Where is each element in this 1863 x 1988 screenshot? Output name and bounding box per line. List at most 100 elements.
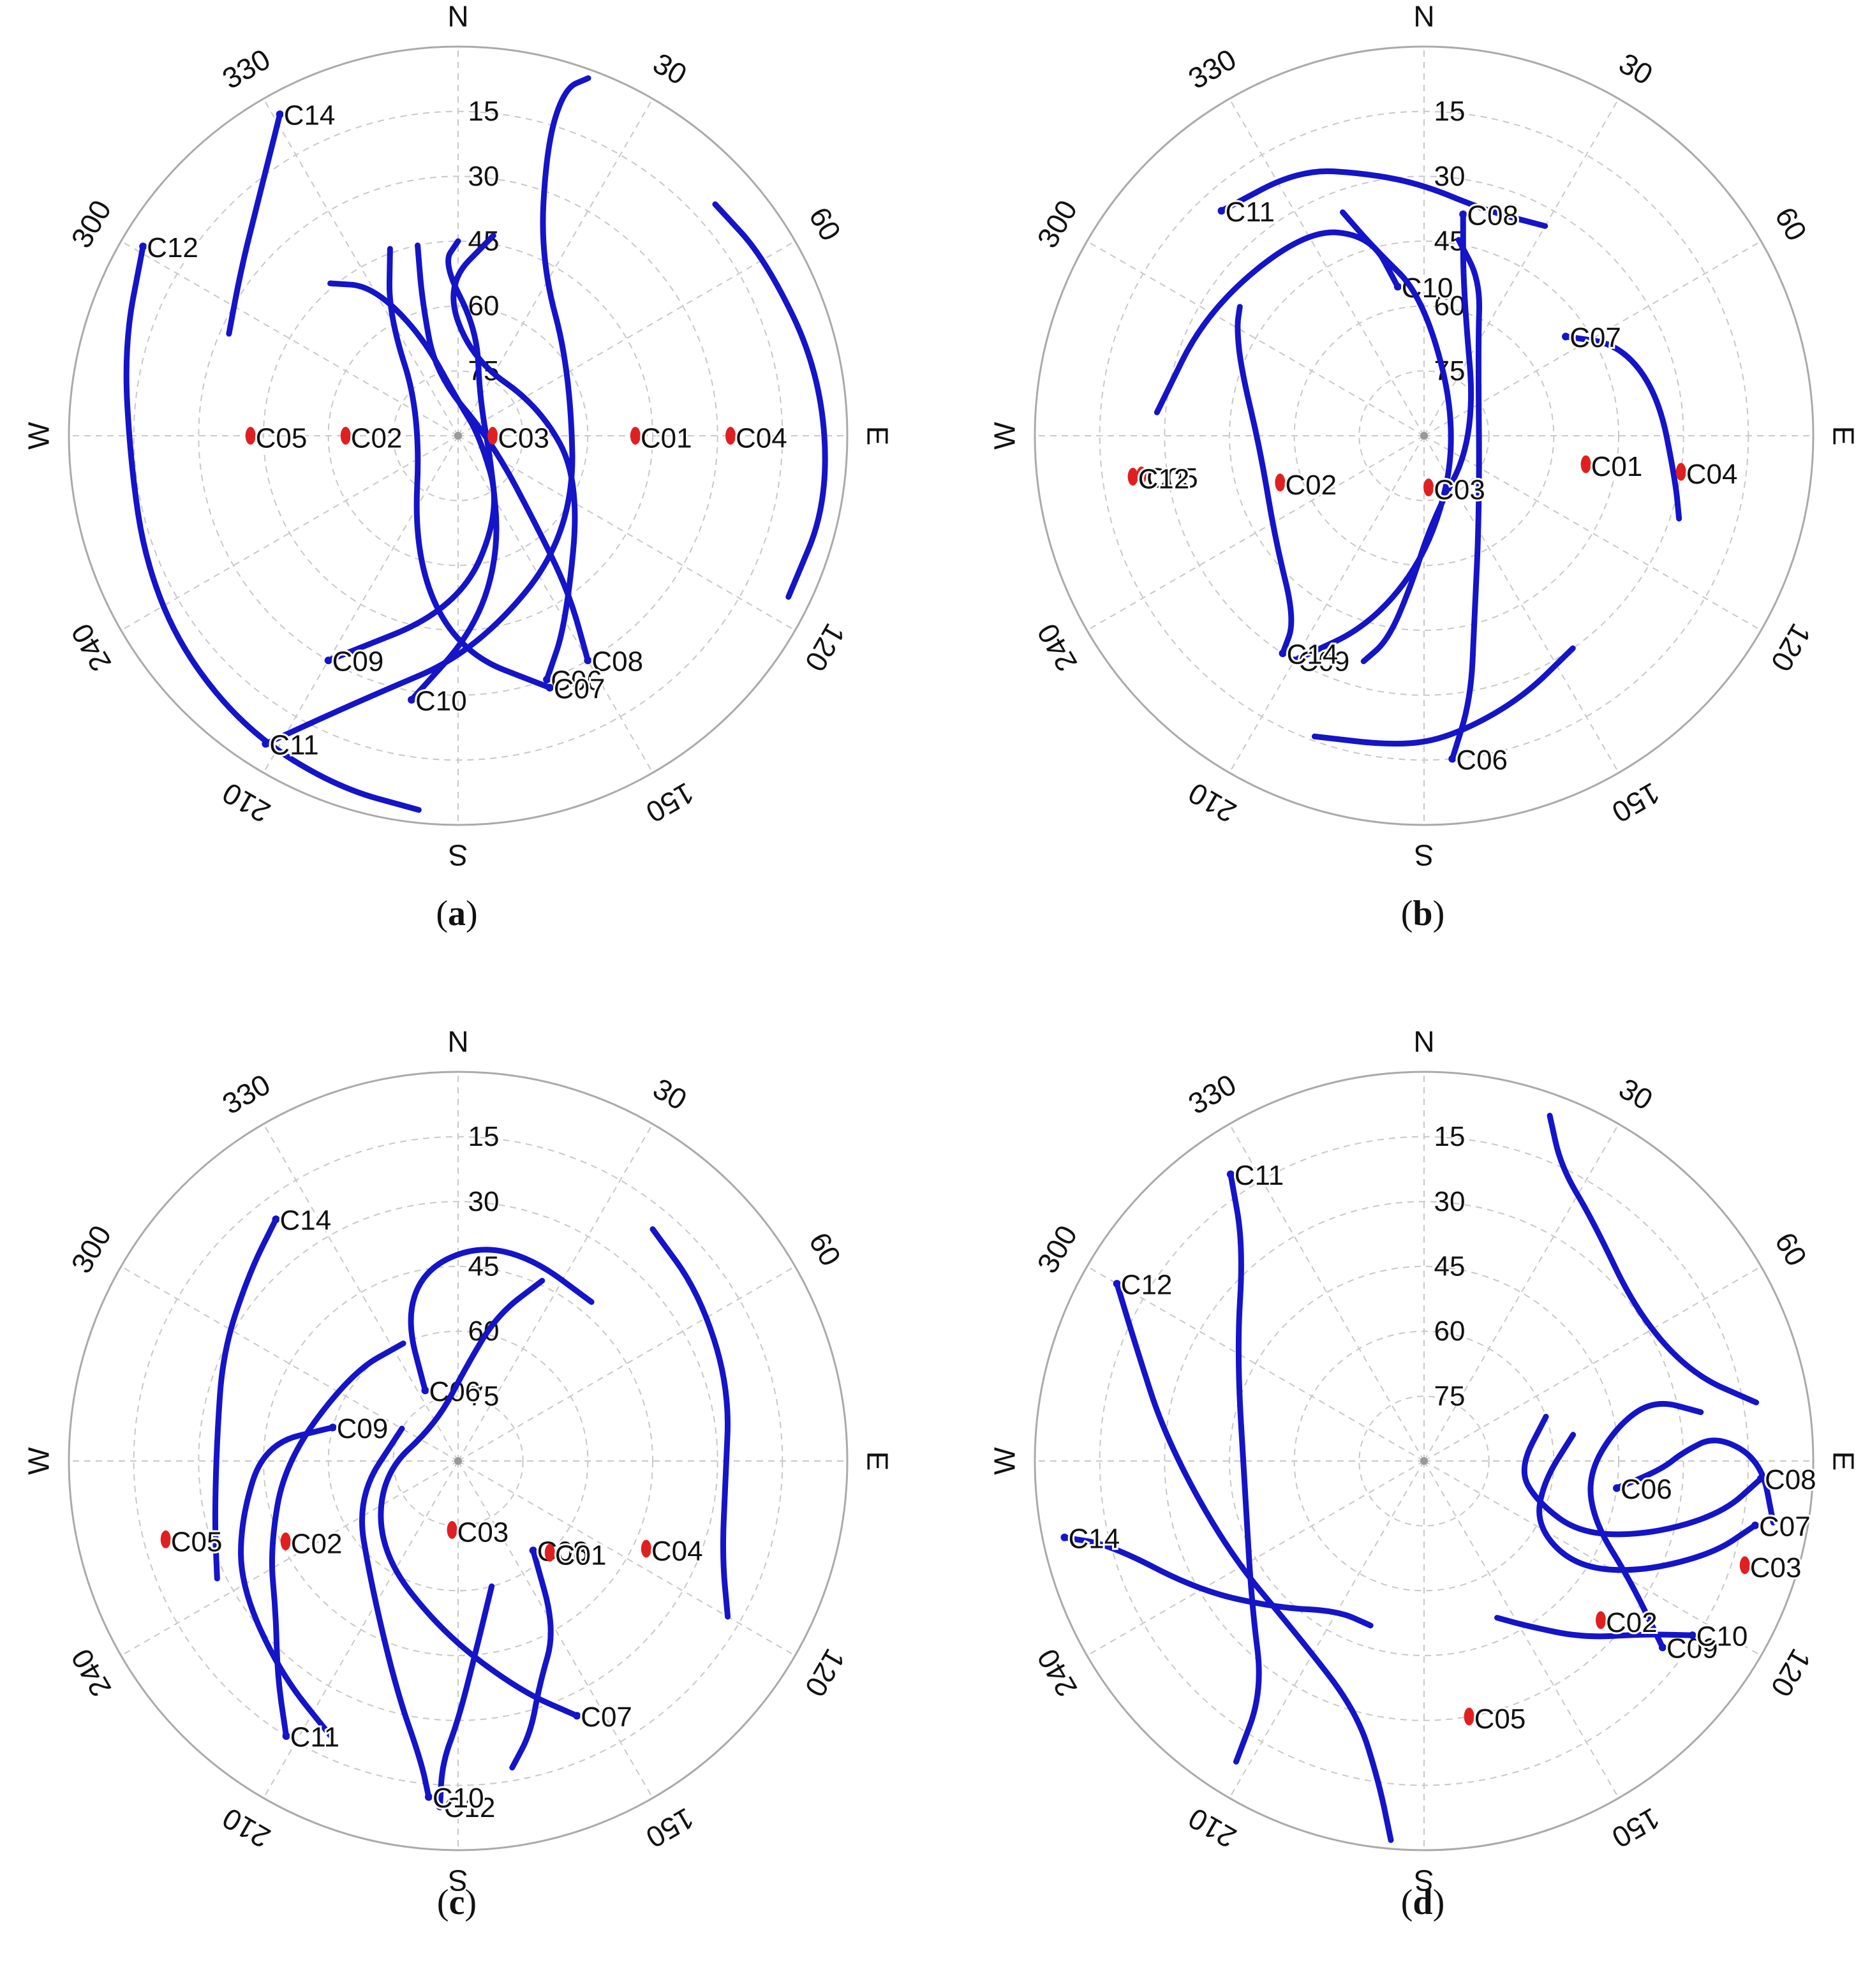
satellite-track [408, 1247, 595, 1393]
elevation-circle [1164, 1201, 1684, 1721]
azimuth-tick-label: 330 [217, 1067, 276, 1120]
satellite-track [269, 1340, 406, 1739]
azimuth-tick-label: 150 [1607, 776, 1665, 829]
satellite-track [386, 246, 553, 691]
satellite-label: C03 [498, 423, 549, 454]
track-start-point [424, 1793, 433, 1801]
track-start-point [408, 695, 416, 704]
satellite-track [1547, 1113, 1760, 1406]
satellite-track [325, 280, 497, 664]
satellite-track [1291, 209, 1454, 664]
azimuth-tick-label: 210 [217, 776, 276, 829]
satellite-label: C11 [290, 1722, 339, 1753]
satellite-label: C11 [1226, 197, 1275, 228]
satellite-label: C12 [1121, 1270, 1173, 1301]
azimuth-line [263, 98, 459, 436]
elevation-circle [1229, 241, 1619, 631]
satellite-label: C02 [351, 423, 403, 454]
satellite-track [712, 201, 828, 600]
geo-satellite-point [1464, 1707, 1474, 1726]
azimuth-line [457, 98, 653, 436]
geo-satellite-point [630, 427, 641, 445]
satellite-label: C10 [433, 1783, 484, 1814]
track-start-point [1113, 1280, 1121, 1288]
direction-label-N: N [1413, 1025, 1434, 1058]
satellite-label: C06 [1456, 745, 1508, 776]
azimuth-tick-label: 300 [64, 195, 117, 253]
elevation-tick-label: 75 [468, 1381, 500, 1412]
direction-label-W: W [22, 1447, 56, 1475]
elevation-tick-label: 30 [1434, 1186, 1466, 1217]
satellite-track [378, 1277, 580, 1719]
azimuth-tick-label: 120 [799, 1643, 852, 1702]
geo-satellite-point [1596, 1611, 1607, 1629]
satellite-track [226, 111, 283, 337]
satellite-label: C10 [1696, 1621, 1748, 1652]
satellite-track [1219, 168, 1548, 229]
azimuth-line [457, 435, 653, 773]
satellite-track [123, 243, 422, 813]
direction-label-E: E [861, 1451, 894, 1471]
satellite-track [509, 1547, 554, 1771]
azimuth-line [1229, 98, 1425, 436]
satellite-label: C03 [1750, 1552, 1802, 1584]
track-start-point [529, 1547, 537, 1555]
outer-ring [68, 45, 849, 826]
azimuth-tick-label: 330 [217, 42, 276, 95]
direction-label-S: S [449, 1864, 468, 1897]
track-start-point [1658, 1643, 1666, 1652]
azimuth-tick-label: 60 [803, 1227, 848, 1272]
azimuth-line [1423, 435, 1619, 773]
track-start-point [1459, 210, 1467, 218]
elevation-tick-label: 30 [468, 161, 500, 192]
elevation-tick-label: 15 [468, 96, 500, 127]
satellite-label: C05 [1147, 463, 1198, 494]
geo-satellite-point [1739, 1556, 1750, 1575]
elevation-tick-label: 60 [1434, 290, 1466, 322]
azimuth-line [1229, 1460, 1425, 1799]
geo-satellite-point [340, 427, 351, 445]
geo-satellite-point [245, 427, 256, 445]
geo-satellite-point [1423, 478, 1434, 497]
satellite-label: C07 [1759, 1511, 1811, 1542]
azimuth-line [1423, 1460, 1619, 1799]
geo-satellite-point [1136, 466, 1147, 485]
satellite-track [359, 1425, 432, 1800]
azimuth-tick-label: 300 [1030, 1220, 1083, 1279]
elevation-circle [1358, 370, 1490, 501]
geo-satellite-point [641, 1539, 651, 1558]
azimuth-tick-label: 120 [799, 618, 852, 677]
direction-label-E: E [1827, 426, 1860, 446]
satellite-label: C08 [1765, 1464, 1816, 1495]
track-start-point [272, 1215, 280, 1224]
azimuth-line [1087, 1460, 1425, 1656]
direction-label-E: E [861, 426, 894, 446]
azimuth-tick-label: 150 [1607, 1802, 1665, 1855]
direction-label-W: W [988, 1447, 1021, 1475]
azimuth-tick-label: 150 [641, 776, 699, 829]
satellite-label: C10 [415, 685, 467, 716]
geo-satellite-point [447, 1521, 457, 1539]
satellite-track [1114, 1280, 1394, 1843]
satellite-label: C09 [1298, 646, 1350, 678]
direction-label-W: W [22, 422, 56, 450]
azimuth-tick-label: 330 [1183, 42, 1242, 95]
satellite-label: C02 [1606, 1607, 1658, 1638]
elevation-tick-label: 30 [1434, 161, 1466, 192]
satellite-label: C01 [641, 423, 692, 454]
elevation-tick-label: 45 [1434, 1251, 1466, 1282]
satellite-label: C09 [332, 646, 384, 678]
azimuth-tick-label: 30 [648, 46, 692, 91]
satellite-label: C07 [581, 1702, 632, 1733]
track-start-point [1756, 1474, 1765, 1483]
azimuth-line [1423, 1124, 1619, 1462]
geo-satellite-point [1275, 473, 1286, 492]
track-start-point [329, 1423, 337, 1432]
satellite-track [262, 75, 591, 747]
satellite-label: C07 [554, 673, 605, 704]
direction-label-E: E [1827, 1451, 1860, 1471]
direction-label-S: S [1414, 838, 1434, 872]
azimuth-tick-label: 210 [1183, 1802, 1242, 1855]
zenith-dot [1420, 1457, 1428, 1465]
skyplot-panel-d: NESW30601201502102403003301530456075C11C… [988, 1025, 1860, 1897]
